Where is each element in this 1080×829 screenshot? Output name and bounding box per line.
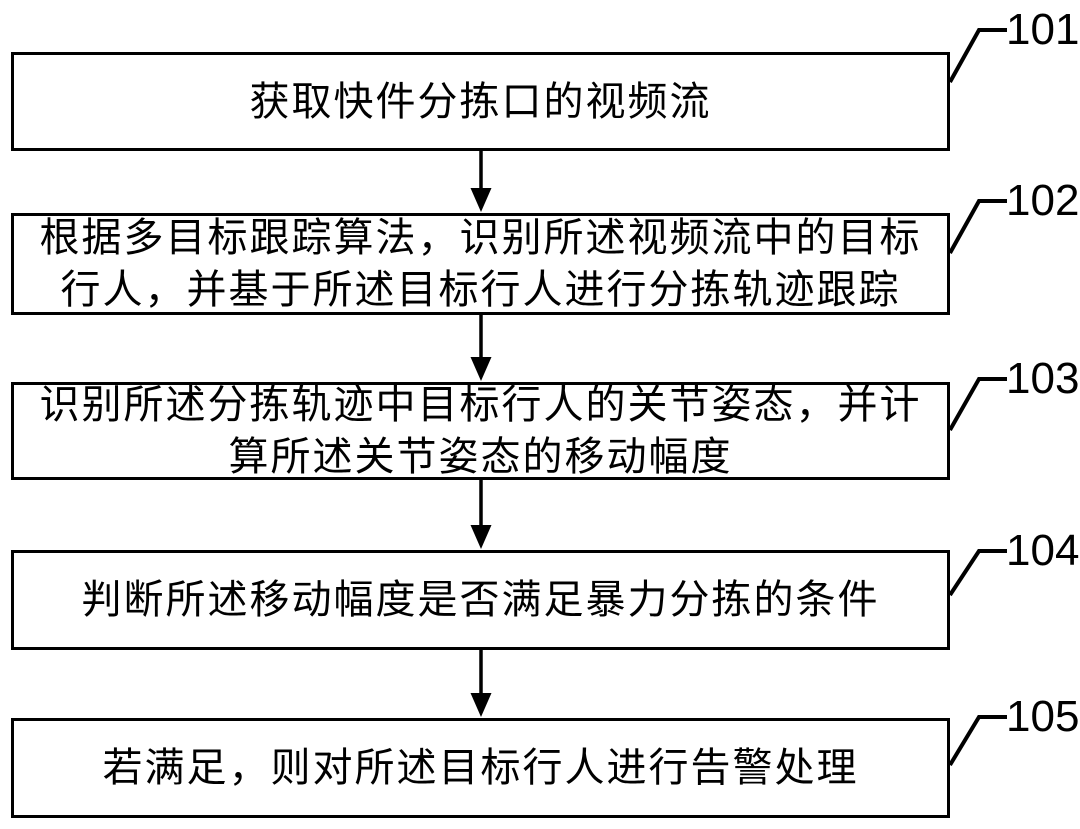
flow-arrow-104-105: [470, 650, 492, 717]
flow-arrow-103-104: [470, 480, 492, 549]
step-box-102: 根据多目标跟踪算法，识别所述视频流中的目标 行人，并基于所述目标行人进行分拣轨迹…: [11, 213, 950, 315]
step-box-103: 识别所述分拣轨迹中目标行人的关节姿态，并计 算所述关节姿态的移动幅度: [11, 382, 950, 480]
step-text: 根据多目标跟踪算法，识别所述视频流中的目标: [39, 215, 922, 260]
step-text: 行人，并基于所述目标行人进行分拣轨迹跟踪: [60, 267, 901, 312]
flow-arrow-102-103: [470, 315, 492, 381]
ref-label-105: 105: [1006, 692, 1080, 741]
step-box-104: 判断所述移动幅度是否满足暴力分拣的条件: [11, 550, 950, 650]
step-text: 若满足，则对所述目标行人进行告警处理: [102, 745, 859, 790]
flow-arrow-101-102: [470, 151, 492, 212]
ref-leader-102: [948, 199, 1007, 254]
step-text: 获取快件分拣口的视频流: [249, 78, 712, 124]
step-text: 识别所述分拣轨迹中目标行人的关节姿态，并计: [39, 382, 922, 427]
step-box-101: 获取快件分拣口的视频流: [11, 52, 950, 151]
ref-leader-105: [948, 715, 1007, 767]
ref-leader-101: [948, 28, 1007, 83]
ref-label-102: 102: [1006, 176, 1080, 225]
ref-label-103: 103: [1006, 354, 1080, 403]
ref-label-104: 104: [1006, 526, 1080, 575]
step-text: 算所述关节姿态的移动幅度: [228, 434, 733, 479]
ref-leader-104: [948, 549, 1007, 597]
ref-leader-103: [948, 377, 1007, 431]
ref-label-101: 101: [1006, 5, 1080, 54]
step-box-105: 若满足，则对所述目标行人进行告警处理: [11, 718, 950, 818]
step-text: 判断所述移动幅度是否满足暴力分拣的条件: [81, 577, 880, 622]
